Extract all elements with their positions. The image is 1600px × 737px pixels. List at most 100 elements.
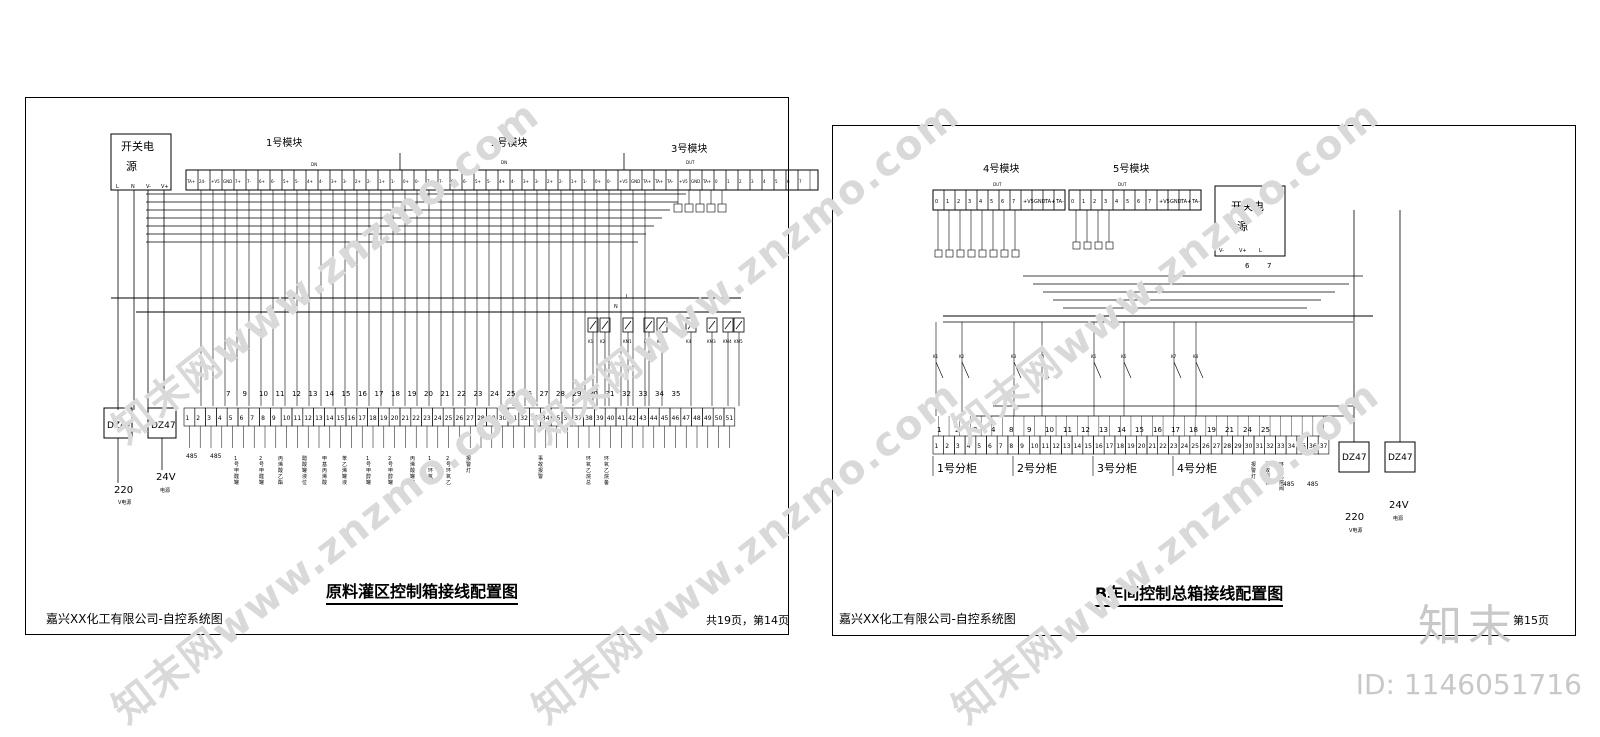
breaker-label: DZ47 (1388, 453, 1413, 463)
device-label: 酸 (278, 467, 283, 474)
upper-number: 31 (606, 390, 615, 398)
device-label: 号 (234, 462, 239, 468)
device-label: 醇 (366, 473, 371, 480)
wire (708, 320, 716, 330)
terminal-label: 19 (1127, 443, 1135, 450)
module-pin-label: 0+ (403, 179, 409, 184)
upper-number: 33 (639, 390, 648, 398)
box (110, 133, 172, 191)
upper-number: 35 (672, 390, 681, 398)
device-label: 号 (388, 462, 393, 468)
device-label: 甲 (259, 468, 264, 474)
terminal-label: 37 (574, 415, 582, 422)
upper-number: 34 (655, 390, 664, 398)
terminal-label: 10 (283, 415, 291, 422)
terminal-label: 45 (661, 415, 669, 422)
module-pin-label: 3- (535, 179, 540, 184)
wire (658, 320, 666, 330)
terminal-label: 40 (607, 415, 615, 422)
device-label: 警 (466, 461, 471, 468)
module-label: 1号模块 (266, 137, 302, 149)
box (684, 203, 694, 213)
module-pin-label: +V5 (679, 179, 688, 184)
module-pin-label: 6+ (259, 179, 265, 184)
breaker-label: DZ47 (107, 421, 132, 431)
brand-id: ID: 1146051716 (1355, 668, 1582, 701)
module-pin-label: 7- (247, 179, 252, 184)
terminal-label: 2 (196, 415, 200, 422)
device-label: 醛 (259, 473, 264, 480)
power-output-label: 7 (1267, 262, 1271, 270)
terminal-label: 21 (1149, 443, 1157, 450)
device-label: 环 (1279, 462, 1284, 468)
device-label: 罐 (234, 479, 239, 486)
device-label: 甲 (322, 456, 327, 462)
terminal-label: 19 (380, 415, 388, 422)
terminal-label: 3 (207, 415, 211, 422)
device-label: 报 (538, 467, 543, 474)
wire (1173, 361, 1182, 379)
terminal-label: 5 (977, 443, 981, 450)
box (1072, 241, 1081, 250)
device-label: 故 (1265, 467, 1270, 474)
terminal-label: 37 (1320, 443, 1328, 450)
box (978, 249, 987, 258)
bottom-label: 485 (186, 453, 198, 460)
wire (1093, 361, 1102, 379)
relay-label: K1 (588, 339, 594, 344)
terminal-label: 26 (1202, 443, 1210, 450)
terminal-label: 25 (445, 415, 453, 422)
module-pin-label: +V5 (1159, 199, 1170, 205)
terminal-label: 44 (650, 415, 658, 422)
module-pin-label: 0- (415, 179, 420, 184)
power-pin-label: V+ (161, 184, 169, 190)
device-label: 酸 (322, 479, 327, 486)
terminal-label: 15 (1084, 443, 1092, 450)
upper-number: 21 (1225, 426, 1234, 434)
box (797, 169, 811, 191)
upper-number: 13 (309, 390, 318, 398)
power-pin-label: L (116, 184, 119, 190)
terminal-label: 17 (1106, 443, 1114, 450)
terminal-label: 21 (402, 415, 410, 422)
module-pin-label: 4 (979, 199, 982, 205)
power-pin-label: V+ (1239, 248, 1247, 254)
device-label: 丙 (322, 468, 327, 474)
box (1094, 241, 1103, 250)
device-label: 氧 (604, 461, 609, 468)
terminal-label: 3 (956, 443, 960, 450)
wire (1041, 361, 1050, 379)
box (989, 249, 998, 258)
device-label: 甲 (388, 468, 393, 474)
module-pin-label: TA+ (654, 179, 663, 184)
device-label: 号 (366, 462, 371, 468)
module-pin-label: 3+ (523, 179, 529, 184)
power-output-label: 6 (1245, 262, 1250, 270)
upper-number: 29 (573, 390, 582, 398)
terminal-label: 12 (304, 415, 312, 422)
terminal-label: 41 (618, 415, 626, 422)
device-label: 酸 (410, 467, 415, 474)
terminal-label: 46 (672, 415, 680, 422)
terminal-label: 12 (1052, 443, 1060, 450)
terminal-label: 22 (412, 415, 420, 422)
device-label: 丙 (278, 456, 283, 462)
left-company-name: 嘉兴XX化工有限公司-自控系统图 (46, 612, 223, 626)
box (1083, 241, 1092, 250)
module-pin-label: TA+ (702, 179, 711, 184)
module-sub-label: DUT (1118, 182, 1127, 187)
device-label: 2 (388, 456, 391, 462)
module-pin-label: 2- (367, 179, 372, 184)
module-pin-label: 7+ (235, 179, 241, 184)
module-pin-label: 1 (727, 179, 730, 184)
relay-label: KM3 (707, 339, 716, 344)
device-label: 罐 (342, 473, 347, 480)
terminal-label: 20 (391, 415, 399, 422)
relay-label: KM2 (657, 339, 666, 344)
upper-number: 14 (325, 390, 334, 398)
module-pin-label: GND (631, 179, 640, 184)
module-pin-label: +V5 (211, 179, 220, 184)
box (695, 203, 705, 213)
terminal-label: 33 (531, 415, 539, 422)
bottom-label: 电源 (1393, 515, 1403, 522)
